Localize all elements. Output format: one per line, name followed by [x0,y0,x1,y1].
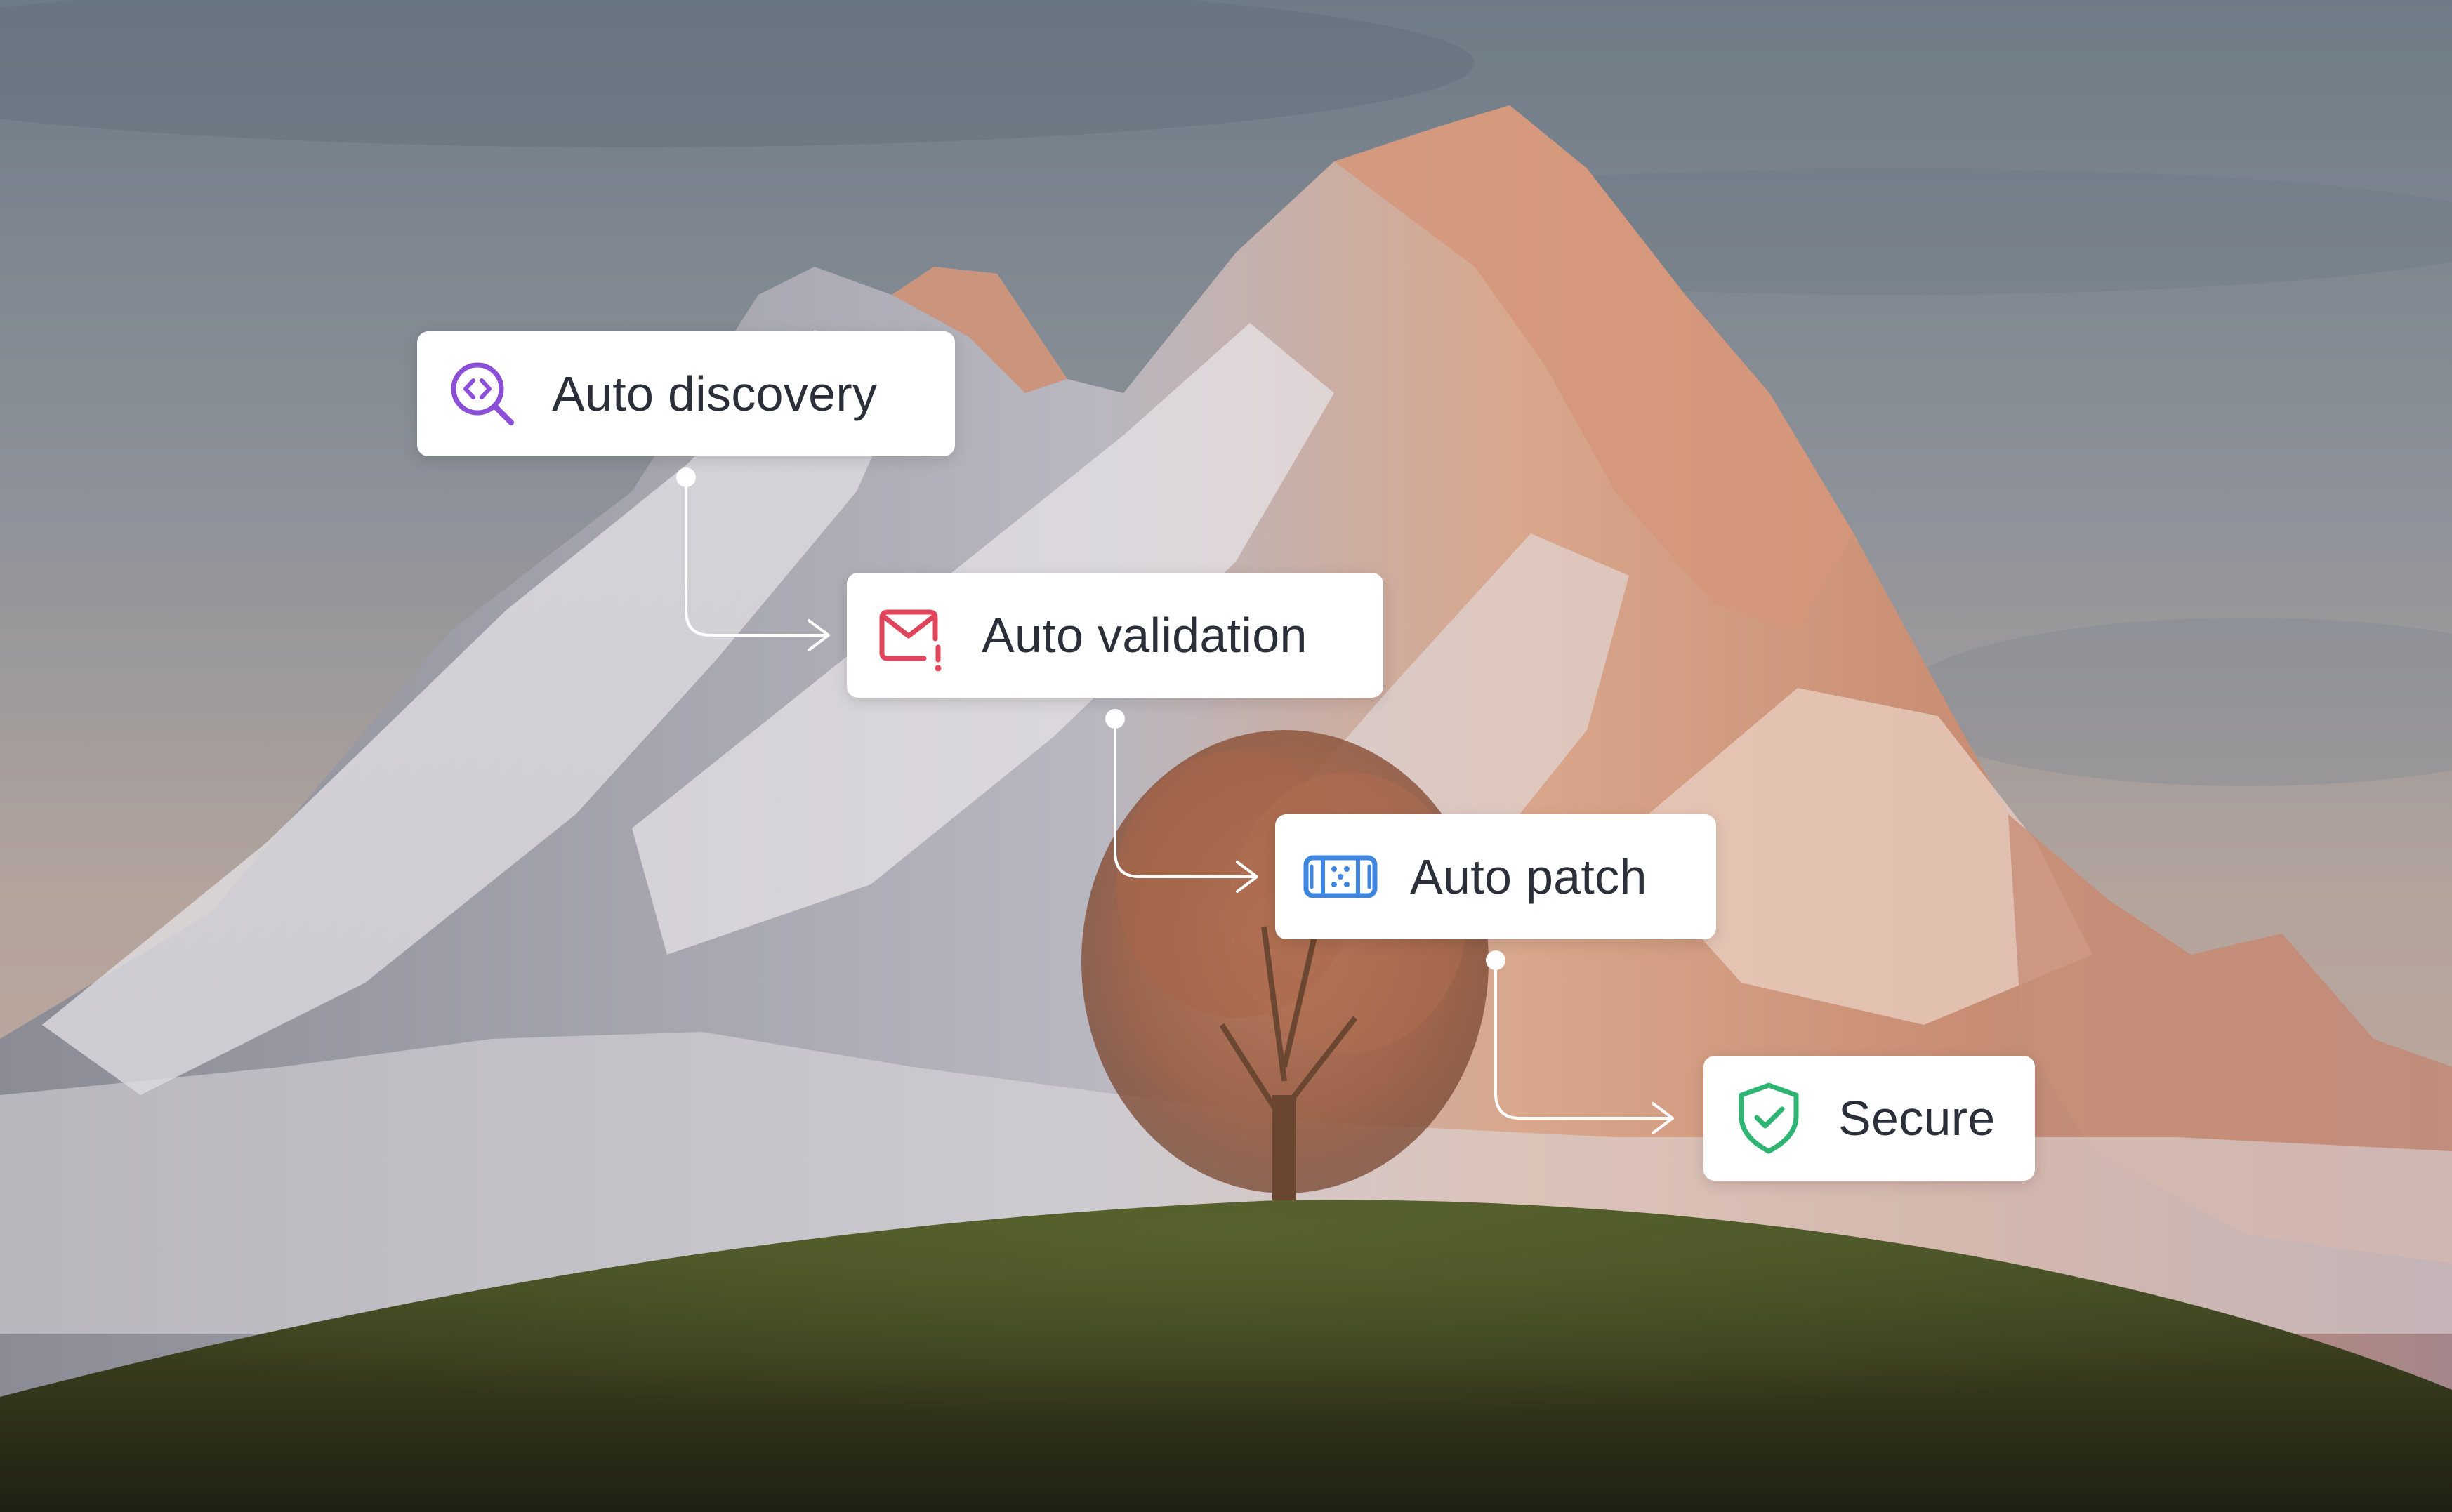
step-label: Auto patch [1410,849,1647,904]
step-card-secure: Secure [1703,1056,2035,1181]
step-card-auto-validation: Auto validation [847,573,1383,698]
step-label: Secure [1838,1091,1996,1146]
step-label: Auto discovery [552,366,878,421]
step-label: Auto validation [982,608,1307,663]
shield-check-icon [1730,1080,1807,1157]
mail-alert-icon [874,597,951,674]
step-card-auto-discovery: Auto discovery [417,331,955,456]
code-search-icon [444,355,521,432]
patch-bandage-icon [1302,838,1379,915]
step-card-auto-patch: Auto patch [1275,814,1716,939]
